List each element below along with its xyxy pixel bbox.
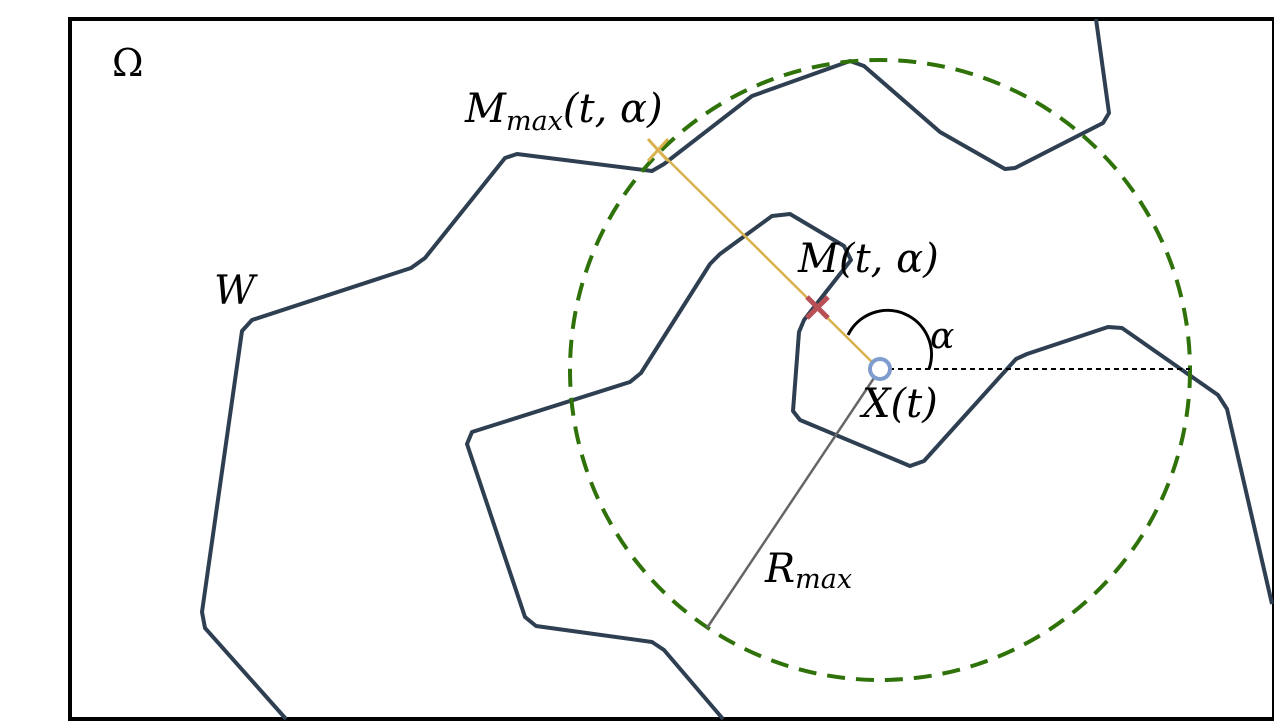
alpha-label: α (930, 316, 954, 357)
m-max-label-main: M (464, 86, 507, 132)
ray-line (657, 149, 881, 371)
r-max-label-main: R (764, 546, 795, 592)
x-label: X(t) (859, 381, 938, 427)
wall-curve-outer (200, 18, 1111, 721)
wall-label: W (214, 268, 258, 314)
m-label: M(t, α) (797, 236, 939, 282)
m-max-label-args: (t, α) (563, 86, 663, 132)
m-marker (805, 295, 830, 320)
m-max-label: Mmax(t, α) (464, 86, 663, 137)
angle-arc (846, 308, 933, 370)
domain-frame (68, 17, 1274, 721)
m-max-label-sub: max (506, 106, 563, 137)
domain-label: Ω (112, 41, 144, 85)
x-point (868, 357, 892, 381)
r-max-label: Rmax (764, 546, 852, 595)
wall-curve-inner (465, 212, 1274, 721)
m-max-marker (646, 137, 670, 163)
r-max-label-sub: max (795, 564, 852, 595)
radius-line (705, 371, 880, 629)
